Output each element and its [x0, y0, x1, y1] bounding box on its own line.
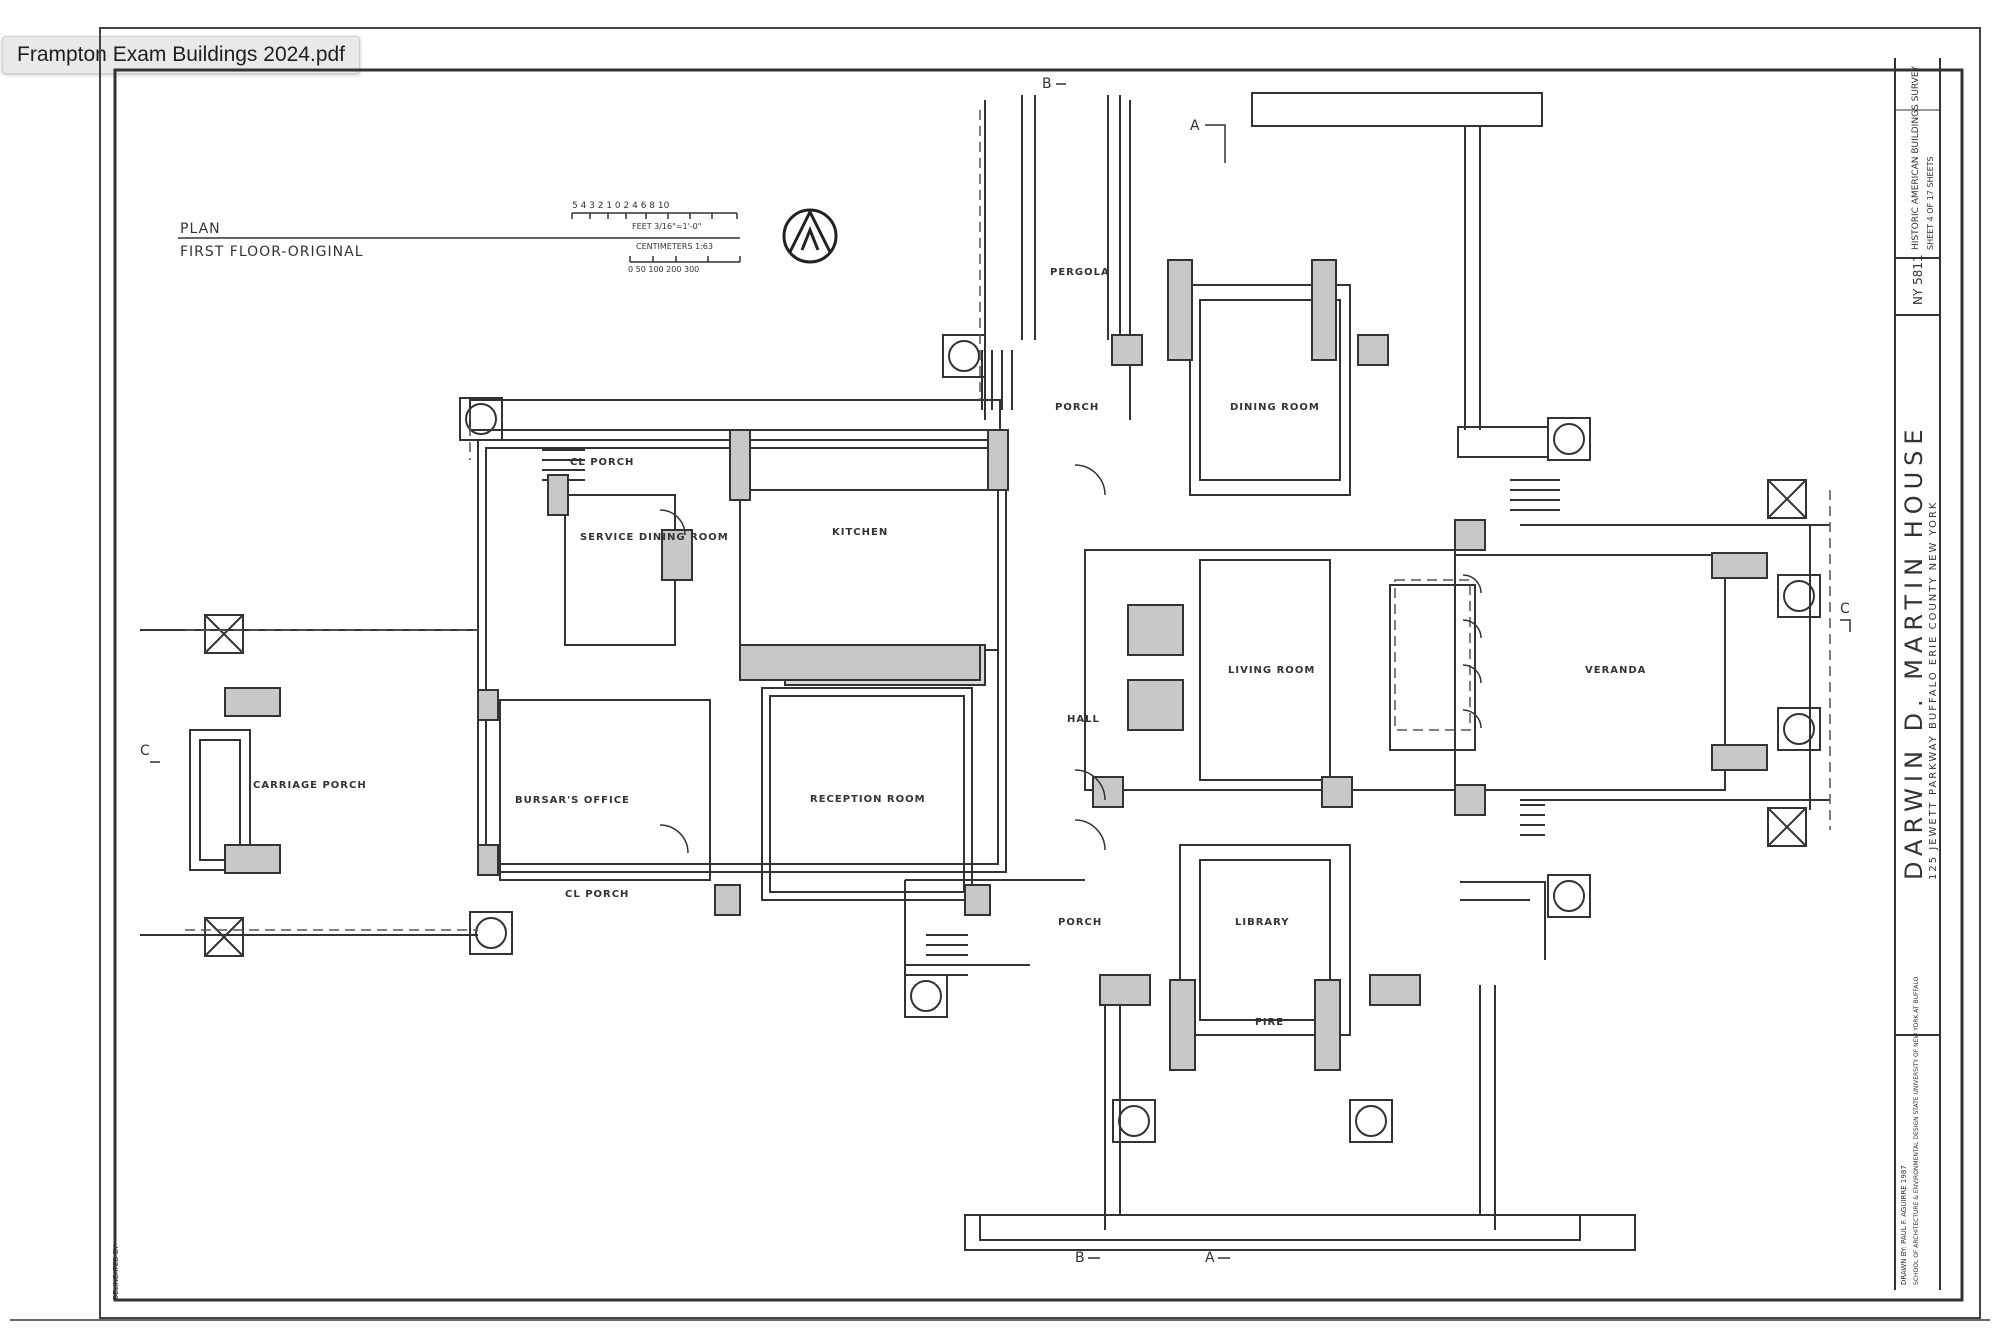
svg-text:B: B: [1042, 76, 1052, 92]
svg-text:B: B: [1075, 1250, 1085, 1266]
room-porch-west: CL PORCH: [565, 889, 629, 900]
graphic-scale: 5 4 3 2 1 0 2 4 6 8 10 FEET 3/16"=1'-0" …: [571, 201, 741, 274]
margin-note-left: DELINEATED BY: [112, 1245, 120, 1300]
scale-feet-label: FEET 3/16"=1'-0": [632, 222, 701, 231]
room-porch-south: PORCH: [1058, 917, 1102, 928]
room-labels: PERGOLA PORCH DINING ROOM CL PORCH SERVI…: [253, 267, 1646, 1028]
room-fireplace: FIRE: [1255, 1017, 1284, 1028]
planter-boxes: [204, 479, 1807, 957]
sheet-outer-border: [99, 27, 1981, 1319]
svg-text:C: C: [140, 743, 150, 759]
room-carriage-porch: CARRIAGE PORCH: [253, 780, 367, 791]
room-living: LIVING ROOM: [1228, 665, 1315, 676]
room-cl-porch: CL PORCH: [570, 457, 634, 468]
dashed-overhead-lines: [185, 110, 1831, 931]
room-dining: DINING ROOM: [1230, 402, 1320, 413]
title-block-school: SCHOOL OF ARCHITECTURE & ENVIRONMENTAL D…: [1913, 976, 1920, 1285]
room-kitchen: KITCHEN: [832, 527, 888, 538]
scale-feet-ticks: 5 4 3 2 1 0 2 4 6 8 10: [572, 201, 670, 211]
section-marks: B A C C B A: [140, 76, 1851, 1266]
scale-cm-ticks: 0 50 100 200 300: [628, 265, 699, 274]
scale-cm-label: CENTIMETERS 1:63: [636, 242, 713, 251]
room-hall: HALL: [1067, 714, 1100, 725]
title-block-survey-no: NY 5811: [1911, 254, 1925, 305]
north-arrow-icon: [782, 208, 838, 264]
masonry-piers: [224, 259, 1768, 1071]
planter-urns: [459, 334, 1821, 1143]
title-block-title: DARWIN D. MARTIN HOUSE: [1900, 423, 1928, 880]
title-block-address: 125 JEWETT PARKWAY BUFFALO ERIE COUNTY N…: [1928, 501, 1939, 880]
title-block-agency: HISTORIC AMERICAN BUILDINGS SURVEY: [1911, 65, 1921, 250]
door-swings: [659, 464, 1482, 854]
room-library: LIBRARY: [1235, 917, 1290, 928]
room-porch-north: PORCH: [1055, 402, 1099, 413]
room-reception: RECEPTION ROOM: [810, 794, 926, 805]
sheet-inner-border: [113, 68, 1964, 1302]
title-block-delineator: DRAWN BY: PAUL F. AGUIRRE 1987: [1900, 1165, 1908, 1285]
svg-text:A: A: [1190, 118, 1200, 134]
room-pergola: PERGOLA: [1050, 267, 1110, 278]
room-service-dining: SERVICE DINING ROOM: [580, 532, 729, 543]
plan-label: PLAN: [180, 221, 221, 237]
title-block: HISTORIC AMERICAN BUILDINGS SURVEY SHEET…: [1894, 58, 1941, 1290]
plan-title: FIRST FLOOR-ORIGINAL: [180, 244, 364, 260]
building-walls: [140, 92, 1830, 1251]
svg-text:C: C: [1840, 601, 1850, 617]
plan-heading: PLAN FIRST FLOOR-ORIGINAL: [178, 221, 740, 260]
room-veranda: VERANDA: [1585, 665, 1646, 676]
title-block-sheet: SHEET 4 OF 17 SHEETS: [1926, 156, 1935, 250]
room-bursars-office: BURSAR'S OFFICE: [515, 795, 630, 806]
svg-text:A: A: [1205, 1250, 1215, 1266]
